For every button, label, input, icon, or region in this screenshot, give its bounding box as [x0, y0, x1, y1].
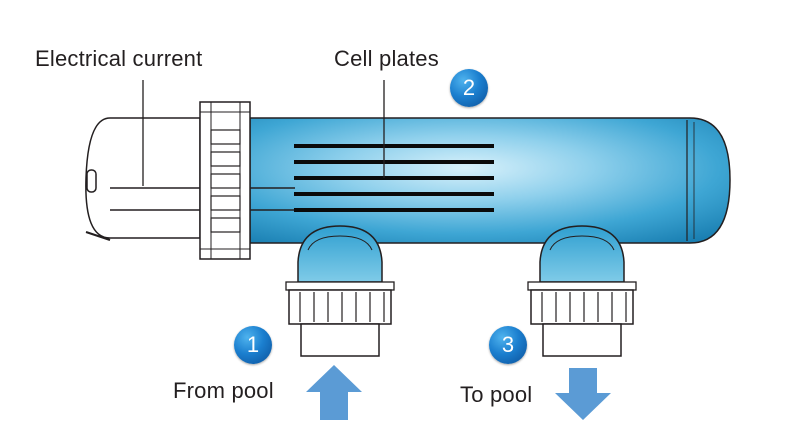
from-pool-label: From pool: [173, 378, 274, 403]
step-badge-3: 3: [489, 326, 527, 364]
electrode-wires: [250, 187, 295, 211]
to-pool-label: To pool: [460, 382, 533, 407]
union-nut: [199, 101, 251, 260]
cell-body: [249, 117, 731, 244]
cell-plates-label: Cell plates: [334, 46, 439, 71]
cell-plate: [294, 144, 494, 148]
arrow-up-icon: [306, 365, 362, 420]
inlet-port: [285, 225, 395, 357]
step-badge-1: 1: [234, 326, 272, 364]
arrow-down-icon: [555, 368, 611, 420]
cell-plate: [294, 208, 494, 212]
step-badge-2: 2: [450, 69, 488, 107]
cell-plates: [294, 144, 494, 212]
cell-plate: [294, 192, 494, 196]
outlet-port: [527, 225, 637, 357]
cell-plate: [294, 176, 494, 180]
cell-plate: [294, 160, 494, 164]
electrical-current-label: Electrical current: [35, 46, 203, 71]
